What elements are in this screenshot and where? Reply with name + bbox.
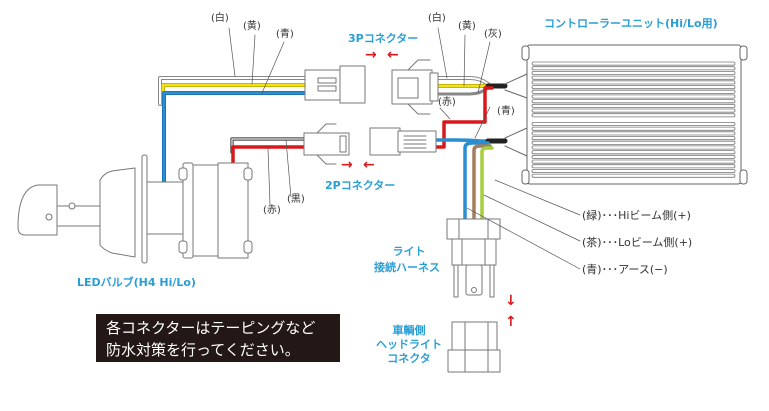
connector-2p-label: 2Pコネクター xyxy=(325,179,396,192)
heatsink-fin xyxy=(531,122,736,127)
wire-blue-ctrl xyxy=(435,138,502,143)
connector-3p-right xyxy=(391,59,439,115)
harness-connector xyxy=(446,218,501,298)
heatsink-fin xyxy=(531,94,736,99)
note-line-2: 防水対策を行ってください。 xyxy=(106,341,300,359)
label-wire-blue-left: (青) xyxy=(276,29,294,40)
note-line-1: 各コネクターはテーピングなど xyxy=(106,319,316,337)
bulb-label: LEDバルブ(H4 Hi/Lo) xyxy=(77,276,196,289)
label-wire-white-right: (白) xyxy=(428,13,446,24)
legend-item-green: (緑)･･･Hiビーム側(+) xyxy=(582,209,691,222)
arrow-right-2p: → xyxy=(341,157,353,173)
label-wire-red-ctrl: (赤) xyxy=(438,97,456,108)
harness-label-1: ライト xyxy=(392,245,426,258)
heatsink-fin xyxy=(531,80,736,85)
heatsink-fin xyxy=(531,131,736,136)
wire-blue-harness xyxy=(463,141,490,232)
connector-3p-label: 3Pコネクター xyxy=(348,32,419,45)
wire-brown-harness xyxy=(472,144,492,232)
arrow-up: ↑ xyxy=(505,314,517,330)
heatsink-fin xyxy=(531,61,736,66)
heatsink-fin xyxy=(531,136,736,141)
heatsink-fin xyxy=(531,85,736,90)
connector-2p-left xyxy=(303,123,350,165)
label-wire-black-bulb: (黒) xyxy=(287,194,305,205)
heatsink-fin xyxy=(531,89,736,94)
wire-green-harness xyxy=(480,146,494,232)
heatsink-fin xyxy=(531,159,736,164)
vehicle-label-1: 車輌側 xyxy=(392,324,426,337)
wire-red-ctrl xyxy=(435,86,494,149)
heatsink-fin xyxy=(531,113,736,118)
arrow-down: ↓ xyxy=(505,293,517,309)
label-wire-gray-right: (灰) xyxy=(484,29,502,40)
controller-label: コントローラーユニット(Hi/Lo用) xyxy=(544,17,718,30)
heatsink-fin xyxy=(531,66,736,71)
heatsink-fin xyxy=(531,168,736,173)
harness-label-2: 接続ハーネス xyxy=(374,261,440,274)
vehicle-label-2: ヘッドライト xyxy=(376,338,442,351)
arrow-left-2p: ← xyxy=(363,157,375,173)
label-wire-yellow-right: (黄) xyxy=(458,21,476,32)
heatsink-fin xyxy=(531,71,736,76)
heatsink-fin xyxy=(531,150,736,155)
vehicle-label-3: コネクタ xyxy=(387,352,431,365)
heatsink-fin xyxy=(531,164,736,169)
heatsink-fin xyxy=(531,140,736,145)
heatsink-fin xyxy=(531,126,736,131)
arrow-left-3p: ← xyxy=(387,47,399,63)
led-bulb xyxy=(17,154,253,264)
heatsink-fin xyxy=(531,154,736,159)
label-wire-yellow-left: (黄) xyxy=(243,21,261,32)
label-wire-red-bulb: (赤) xyxy=(263,205,281,216)
label-wire-blue-ctrl: (青) xyxy=(497,106,515,117)
legend-item-blue: (青)･･･アース(−) xyxy=(582,263,668,276)
heatsink-fin xyxy=(531,108,736,113)
label-wire-white-left: (白) xyxy=(211,13,229,24)
heatsink-fin xyxy=(531,99,736,104)
heatsink-fin xyxy=(531,75,736,80)
wire-red-bulb xyxy=(231,145,306,166)
vehicle-connector xyxy=(447,321,501,373)
heatsink-fin xyxy=(531,173,736,178)
connector-3p-left xyxy=(304,65,366,104)
connector-2p-right xyxy=(369,127,437,156)
wire-gray-right xyxy=(434,86,490,96)
waterproof-note: 各コネクターはテーピングなど 防水対策を行ってください。 xyxy=(96,314,340,362)
heatsink-fin xyxy=(531,145,736,150)
legend-item-brown: (茶)･･･Loビーム側(+) xyxy=(582,236,693,249)
arrow-right-3p: → xyxy=(365,47,377,63)
heatsink-fin xyxy=(531,103,736,108)
